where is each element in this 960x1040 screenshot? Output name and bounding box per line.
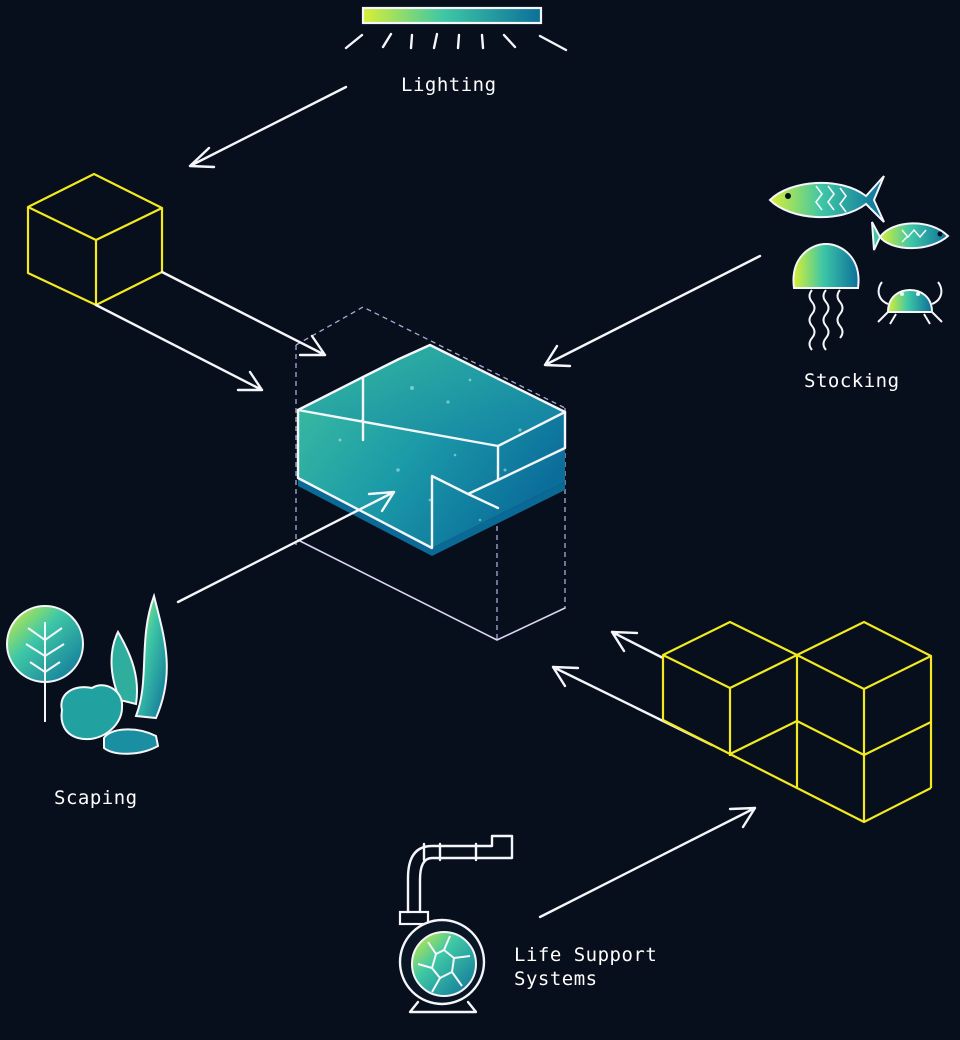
arrow-stocking-to-tank [543,254,762,368]
arrow-cube-to-tank-upper [160,270,327,357]
pump-icon [398,834,514,1014]
scaping-label: Scaping [54,787,138,809]
arrow-lighting-to-cube [188,85,348,169]
small-fish-icon [871,221,950,251]
jellyfish-icon [792,242,860,351]
arrow-cube-to-tank-lower [94,303,264,392]
arrow-stack-to-tank-upper [610,630,665,660]
seaweed-icon [110,592,168,720]
crab-icon [877,281,943,325]
single-cube-icon [26,172,164,307]
tree-icon [6,605,84,722]
life-support-label: Life Support Systems [514,943,657,991]
lighting-label: Lighting [401,74,497,96]
rock-icon [60,684,160,755]
light-bar-icon [344,6,568,52]
arrow-pump-to-stack [538,806,757,919]
life-support-label-line1: Life Support [514,944,658,966]
arrow-scaping-to-tank [176,490,396,604]
cube-stack-icon [661,620,933,824]
fish-icon [768,175,885,223]
life-support-label-line2: Systems [514,968,598,990]
aquarium-tank-icon [295,306,567,641]
stocking-label: Stocking [804,370,900,392]
